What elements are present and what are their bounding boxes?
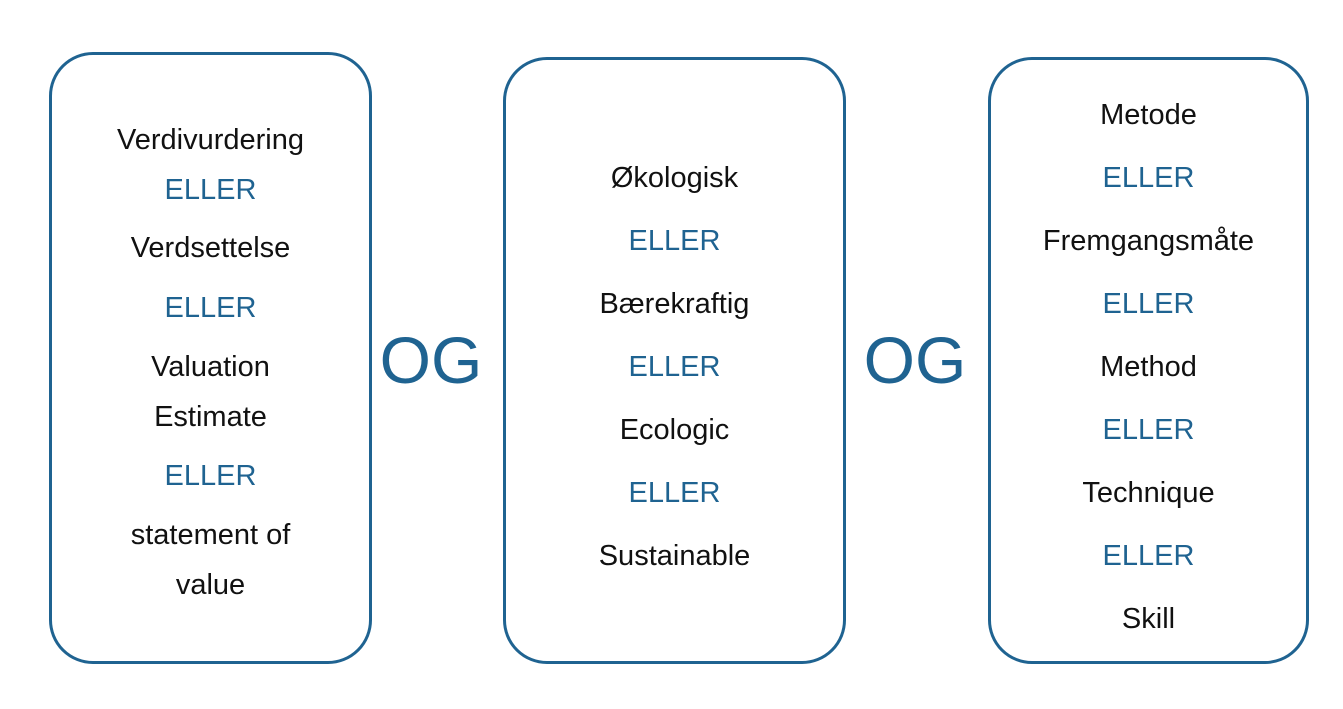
search-term: statement of [130, 519, 291, 551]
and-connector: OG [863, 323, 967, 397]
search-block-valuation: Verdivurdering ELLER Verdsettelse ELLER … [49, 52, 372, 664]
search-block-method: Metode ELLER Fremgangsmåte ELLER Method … [988, 57, 1309, 664]
or-operator: ELLER [164, 460, 257, 492]
search-term: Estimate [154, 401, 267, 433]
search-term: Method [1100, 351, 1197, 383]
search-term: value [175, 569, 246, 601]
search-term: Fremgangsmåte [1042, 225, 1255, 257]
or-operator: ELLER [628, 351, 721, 383]
and-connector: OG [379, 323, 483, 397]
or-operator: ELLER [1102, 162, 1195, 194]
search-term: Økologisk [610, 162, 739, 194]
search-term: Verdsettelse [130, 232, 291, 264]
or-operator: ELLER [1102, 540, 1195, 572]
search-term: Metode [1100, 99, 1197, 131]
or-operator: ELLER [164, 174, 257, 206]
search-term: Skill [1121, 603, 1176, 635]
search-term: Ecologic [619, 414, 730, 446]
or-operator: ELLER [628, 477, 721, 509]
or-operator: ELLER [1102, 414, 1195, 446]
search-term: Sustainable [598, 540, 751, 572]
search-term: Valuation [151, 351, 270, 383]
or-operator: ELLER [628, 225, 721, 257]
or-operator: ELLER [1102, 288, 1195, 320]
search-term: Verdivurdering [117, 124, 304, 156]
search-term: Bærekraftig [599, 288, 750, 320]
search-block-sustainability: Økologisk ELLER Bærekraftig ELLER Ecolog… [503, 57, 846, 664]
search-term: Technique [1082, 477, 1215, 509]
or-operator: ELLER [164, 292, 257, 324]
